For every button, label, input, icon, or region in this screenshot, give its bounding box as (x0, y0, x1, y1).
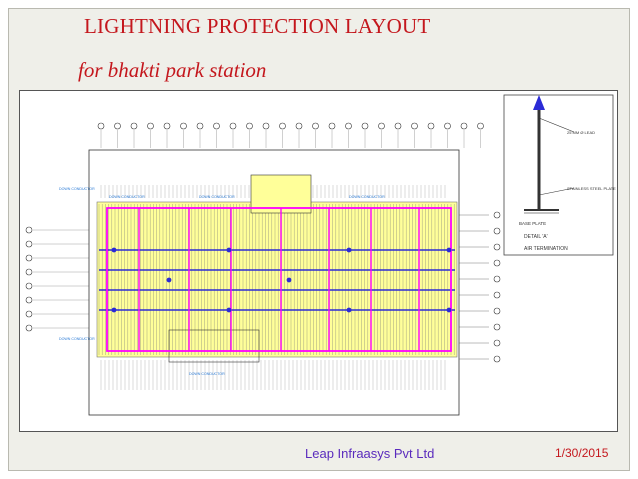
grid-bubble (25, 282, 33, 290)
grid-bubble (279, 122, 286, 130)
grid-bubble (493, 355, 501, 363)
grid-bubble (493, 339, 501, 347)
grid-bubble (130, 122, 138, 130)
callout-label: DOWN CONDUCTOR (189, 372, 225, 376)
grid-bubble (25, 254, 33, 262)
grid-bubbles-top (97, 122, 484, 148)
grid-bubble (493, 211, 501, 219)
grid-bubble (493, 291, 501, 299)
slide-subtitle: for bhakti park station (78, 58, 267, 82)
grid-bubbles-left (25, 226, 89, 332)
building-outline (88, 149, 460, 416)
grid-bubble (361, 122, 369, 130)
stair-block-top (250, 174, 312, 214)
grid-bubble (493, 227, 501, 235)
roof-plan: DOWN CONDUCTOR DOWN CONDUCTOR DOWN CONDUCT… (59, 149, 501, 416)
grid-bubble (328, 122, 336, 130)
grid-bubble (477, 122, 484, 130)
air-termination-detail: 25 MM Ø LEAD STAINLESS STEEL PLATE BASE … (503, 94, 616, 256)
grid-bubble (295, 122, 303, 130)
grid-bubble (460, 122, 468, 130)
air-terminal (166, 277, 172, 283)
grid-bubble (493, 243, 501, 251)
grid-bubble (163, 122, 171, 130)
footer-company: Leap Infraasys Pvt Ltd (305, 446, 435, 461)
grid-bubble (25, 324, 33, 332)
detail-label-air-termination: AIR TERMINATION (524, 246, 568, 252)
lightning-protection-drawing: DOWN CONDUCTOR DOWN CONDUCTOR DOWN CONDUCT… (19, 90, 618, 432)
grid-bubble (147, 122, 154, 130)
grid-bubble (493, 307, 501, 315)
detail-label-detail-a: DETAIL 'A' (524, 234, 548, 240)
grid-bubble (493, 275, 501, 283)
air-terminal (346, 247, 352, 253)
air-terminal (446, 247, 452, 253)
slide-title: LIGHTNING PROTECTION LAYOUT (84, 14, 431, 38)
callout-label: DOWN CONDUCTOR (59, 187, 95, 191)
grid-bubble (25, 268, 33, 276)
svg-text:STAINLESS STEEL PLATE: STAINLESS STEEL PLATE (567, 186, 616, 191)
air-terminal (111, 307, 117, 313)
air-terminal (111, 247, 117, 253)
callout-label: DOWN CONDUCTOR (199, 195, 235, 199)
callout-label: DOWN CONDUCTOR (109, 195, 145, 199)
detail-label-base-plate: BASE PLATE (519, 221, 546, 226)
grid-bubble (213, 122, 220, 130)
grid-bubble (378, 122, 385, 130)
grid-bubble (394, 122, 402, 130)
grid-bubble (180, 122, 187, 130)
grid-bubble (345, 122, 352, 130)
callout-label: DOWN CONDUCTOR (349, 195, 385, 199)
grid-bubble (196, 122, 204, 130)
grid-bubble (25, 296, 33, 304)
grid-bubble (25, 240, 33, 248)
air-terminal (226, 247, 232, 253)
footer-date: 1/30/2015 (555, 446, 609, 460)
grid-bubble (444, 122, 451, 130)
down-conductor-loop (106, 207, 452, 352)
grid-bubble (97, 122, 105, 130)
roof-area (96, 201, 458, 358)
svg-text:25 MM Ø LEAD: 25 MM Ø LEAD (567, 130, 595, 135)
stair-block-bottom (168, 329, 260, 363)
grid-bubble (427, 122, 435, 130)
grid-bubble (25, 310, 33, 318)
grid-bubble (493, 259, 501, 267)
air-terminal (446, 307, 452, 313)
air-terminal (286, 277, 292, 283)
grid-bubble (312, 122, 319, 130)
grid-bubble (411, 122, 418, 130)
grid-bubble (114, 122, 121, 130)
grid-bubble (25, 226, 33, 234)
grid-bubble (493, 323, 501, 331)
callout-label: DOWN CONDUCTOR (59, 337, 95, 341)
air-terminal (226, 307, 232, 313)
grid-bubble (262, 122, 270, 130)
air-terminal (346, 307, 352, 313)
grid-bubble (229, 122, 237, 130)
cad-drawing-svg: DOWN CONDUCTOR DOWN CONDUCTOR DOWN CONDUCT… (19, 90, 618, 432)
grid-bubble (246, 122, 253, 130)
